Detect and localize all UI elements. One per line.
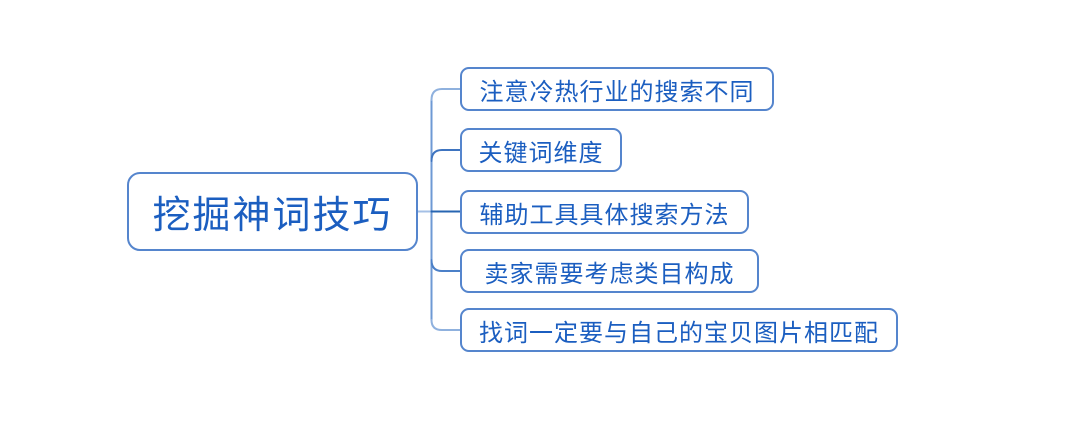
child-node-3-label: 辅助工具具体搜索方法: [479, 202, 730, 229]
child-node-4[interactable]: 卖家需要考虑类目构成: [460, 249, 759, 293]
root-node[interactable]: 挖掘神词技巧: [127, 172, 418, 251]
child-node-1[interactable]: 注意冷热行业的搜索不同: [460, 67, 774, 111]
child-node-5-label: 找词一定要与自己的宝贝图片相匹配: [479, 320, 879, 347]
branch-line-2: [430, 149, 461, 162]
branch-line-4: [430, 259, 461, 272]
child-node-1-label: 注意冷热行业的搜索不同: [479, 79, 755, 106]
child-node-4-label: 卖家需要考虑类目构成: [484, 261, 735, 288]
branch-line-5: [430, 319, 461, 331]
child-node-2-label: 关键词维度: [478, 140, 604, 167]
root-node-label: 挖掘神词技巧: [152, 195, 393, 237]
child-node-5[interactable]: 找词一定要与自己的宝贝图片相匹配: [460, 308, 898, 352]
child-node-2[interactable]: 关键词维度: [460, 128, 622, 172]
child-node-3[interactable]: 辅助工具具体搜索方法: [460, 190, 749, 234]
branch-line-1: [430, 88, 461, 101]
